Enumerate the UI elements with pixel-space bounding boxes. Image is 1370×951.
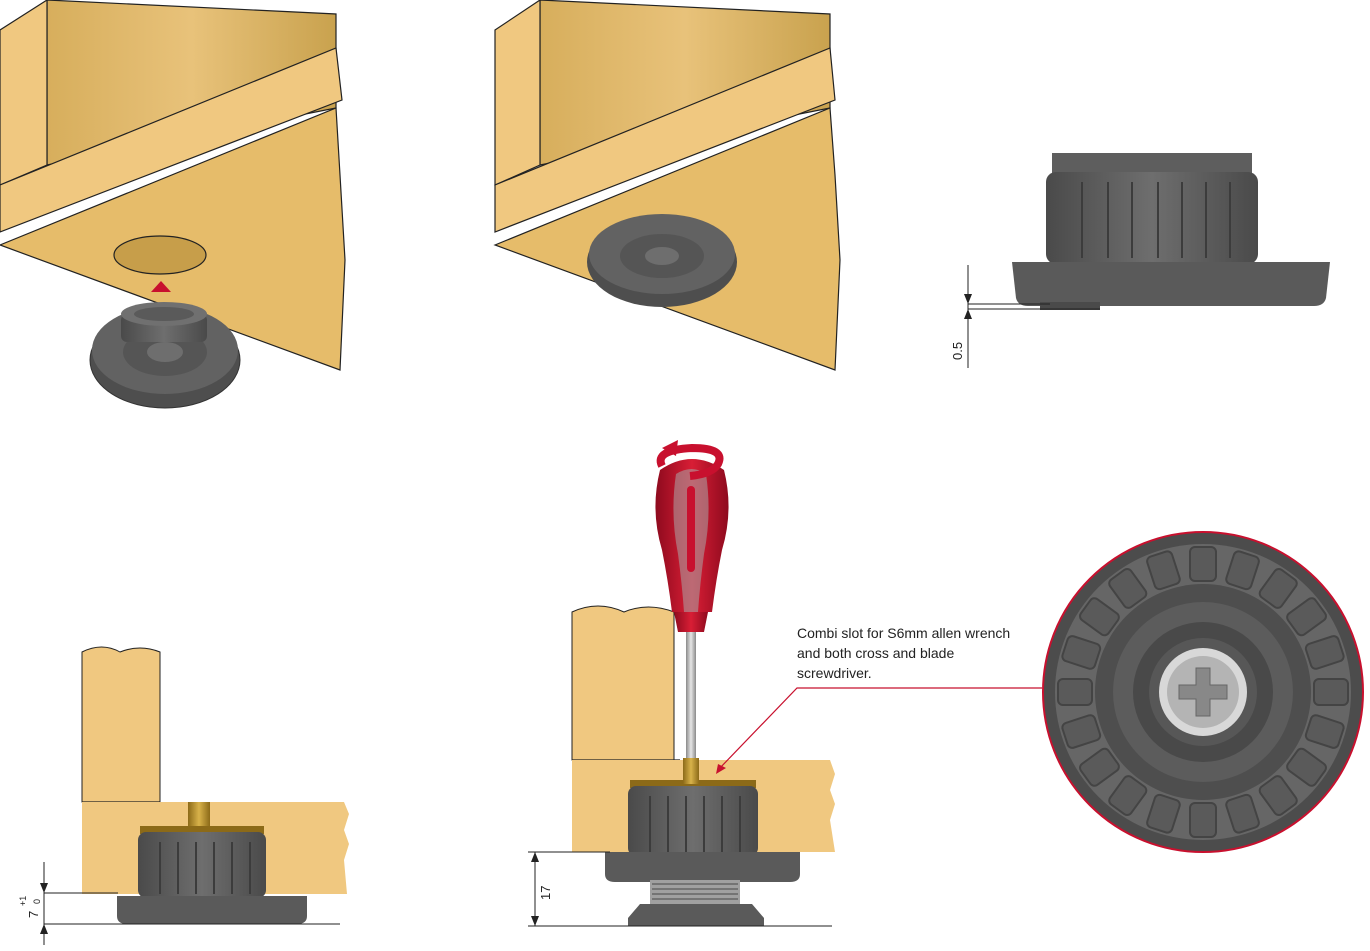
zoom-detail — [1042, 531, 1364, 853]
callout-line-1: Combi slot for S6mm allen wrench — [797, 625, 1011, 641]
insert-arrow-icon — [151, 281, 171, 292]
mounted-foot — [587, 214, 737, 307]
cabinet-front-edge — [494, 0, 541, 186]
knurl-rib — [1057, 678, 1093, 706]
offset-dimension-tolerance-upper: +1 — [18, 896, 28, 906]
panel-screwdriver-step: 17 — [528, 440, 835, 927]
foot-base-flange — [605, 852, 800, 882]
screwdriver — [655, 459, 729, 784]
cabinet-side-board — [81, 646, 161, 803]
knurl-rib — [1258, 775, 1298, 816]
foot-knurled-body — [1046, 172, 1258, 264]
panel-section-offset: 7 +1 0 — [18, 646, 349, 945]
cabinet-rail — [494, 47, 836, 233]
foot-knurled-body — [138, 832, 266, 898]
cabinet-side-board — [571, 605, 675, 761]
knurl-rib — [1079, 747, 1120, 787]
offset-dimension-value: 7 — [26, 911, 41, 918]
callout-line-2: and both cross and blade — [797, 645, 955, 661]
foot-base-flange — [1012, 262, 1330, 306]
knurl-rib — [1108, 568, 1148, 609]
panel-mounted-step — [493, 0, 841, 371]
foot-collar — [1052, 153, 1252, 175]
knurl-rib — [1061, 714, 1102, 749]
adjustable-foot — [89, 302, 241, 409]
callout-text: Combi slot for S6mm allen wrench and bot… — [797, 623, 1037, 683]
knurl-rib — [1189, 802, 1217, 838]
knurl-rib — [1304, 714, 1345, 749]
knurl-rib — [1313, 678, 1349, 706]
knurl-rib — [1108, 775, 1148, 816]
combi-slot — [1178, 667, 1228, 717]
panel-side-view: 0.5 — [950, 153, 1330, 368]
knurl-rib — [1079, 597, 1120, 637]
mounting-hole — [113, 235, 207, 275]
foot-knurled-body — [628, 786, 758, 856]
knurl-rib — [1146, 793, 1181, 834]
offset-dimension-tolerance-lower: 0 — [32, 899, 42, 904]
knurl-rib — [1304, 635, 1345, 670]
knurl-rib — [1061, 635, 1102, 670]
panel-insert-step — [0, 0, 346, 409]
knurl-rib — [1146, 550, 1181, 591]
knurl-rib — [1286, 747, 1327, 787]
knurl-rib — [1225, 550, 1260, 591]
knurl-rib — [1258, 568, 1298, 609]
cabinet-front-edge — [0, 0, 48, 186]
height-dimension-label: 17 — [538, 886, 553, 900]
gap-dimension-label: 0.5 — [950, 342, 965, 360]
foot-hex-base — [628, 904, 764, 926]
knurl-rib — [1189, 546, 1217, 582]
foot-base-flange — [117, 896, 307, 924]
knurl-rib — [1225, 793, 1260, 834]
foot-bolt — [188, 802, 210, 828]
cabinet-rail — [0, 47, 343, 233]
callout-line-3: screwdriver. — [797, 665, 872, 681]
rotation-arrow-icon — [656, 440, 724, 480]
callout-leader-line — [717, 687, 1042, 771]
knurl-rib — [1286, 597, 1327, 637]
